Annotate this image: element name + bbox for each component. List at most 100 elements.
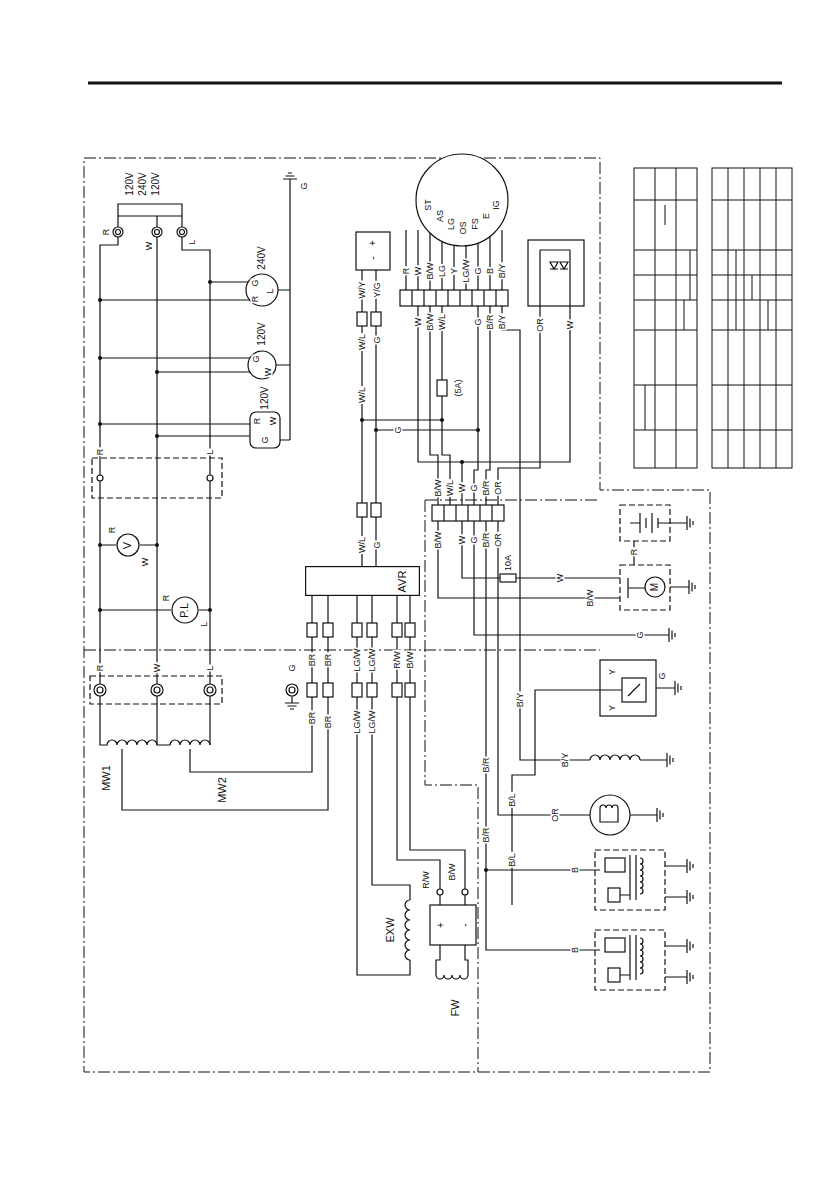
- wire-label: 120V: [125, 171, 135, 196]
- wire-label: R: [96, 664, 105, 673]
- engine-wiring: [502, 306, 590, 760]
- wire-label: G: [261, 435, 270, 444]
- output-panel-wiring: [250, 412, 280, 448]
- wire-label: R: [251, 295, 260, 304]
- wire-label: R: [253, 417, 262, 426]
- wire-label: -: [460, 922, 470, 927]
- output-panel-wiring: [208, 280, 212, 284]
- component-text: AVR: [398, 570, 409, 592]
- avr-wiring: [374, 428, 378, 432]
- output-panel-wiring: [98, 298, 102, 302]
- wire-label: B/L: [508, 852, 517, 868]
- output-panel-wiring: [207, 475, 213, 481]
- wire-label: -: [368, 255, 378, 260]
- output-panel-wiring: [100, 237, 118, 684]
- component-text: V: [123, 541, 134, 548]
- output-panel-wiring: [204, 684, 216, 696]
- output-panel-wiring: [98, 356, 102, 360]
- output-panel-wiring: [177, 227, 187, 237]
- output-panel-wiring: [97, 475, 103, 481]
- frame-line: [84, 158, 710, 1072]
- engine-wiring: [600, 805, 650, 822]
- output-panel-wiring: [155, 230, 160, 235]
- wire-label: G: [394, 425, 403, 434]
- wire-label: R/W: [393, 650, 402, 670]
- output-panel-wiring: [98, 543, 102, 547]
- wire-label: Y: [608, 704, 617, 712]
- wire-label: BR: [308, 653, 317, 668]
- avr-wiring: [352, 623, 362, 637]
- output-panel-wiring: [98, 280, 212, 612]
- engine-wiring: [668, 681, 681, 695]
- engine-wiring: [608, 968, 620, 982]
- engine-wiring: [550, 262, 568, 269]
- engine-wiring: [512, 690, 600, 905]
- wire-label: G: [474, 266, 483, 275]
- engine-wiring: [438, 521, 620, 598]
- engine-wiring: [437, 380, 447, 396]
- engine-wiring: [680, 859, 693, 873]
- output-panel-wiring: [207, 687, 213, 693]
- output-panel-wiring: [155, 543, 159, 547]
- avr-wiring: [367, 683, 377, 697]
- wire-label: LG: [438, 264, 447, 278]
- wire-label: +: [368, 239, 378, 247]
- engine-wiring: [412, 290, 496, 306]
- wire-label: B/R: [482, 826, 491, 843]
- output-panel-wiring: [94, 684, 106, 696]
- wire-label: B/Y: [498, 314, 507, 331]
- wire-label: G: [636, 630, 645, 639]
- avr-wiring: [307, 623, 317, 637]
- wire-label: W: [414, 266, 423, 277]
- table-grid: [712, 168, 792, 468]
- avr-wiring: [307, 232, 488, 872]
- engine-wiring: [595, 850, 665, 910]
- wire-label: G: [470, 483, 479, 492]
- output-panel-wiring: [92, 458, 222, 498]
- engine-wiring: [605, 858, 625, 872]
- engine-wiring: [442, 306, 450, 505]
- avr-wiring: [371, 312, 381, 326]
- wire-label: B/W: [586, 589, 595, 608]
- output-panel-wiring: [151, 684, 163, 696]
- engine-wiring: [680, 939, 693, 953]
- output-panel-wiring: [100, 282, 290, 300]
- wire-label: FS: [471, 217, 480, 231]
- avr-wiring: [357, 312, 367, 326]
- wire-label: B/R: [486, 313, 495, 330]
- generator-windings: [436, 895, 468, 975]
- generator-windings: [462, 889, 468, 895]
- wire-label: W/L: [446, 479, 455, 497]
- component-label: MW2: [217, 776, 228, 804]
- engine-wiring: [605, 938, 625, 952]
- wire-label: G: [300, 181, 309, 190]
- wire-label: B/W: [434, 531, 443, 550]
- node-outline: [306, 567, 420, 596]
- wire-label: BR: [324, 653, 333, 668]
- generator-windings: [397, 697, 465, 889]
- generator-windings: [430, 905, 476, 945]
- wire-label: R: [108, 526, 117, 535]
- wire-label: 120V: [151, 171, 161, 196]
- table-grid: [712, 168, 792, 468]
- generator-windings: [157, 696, 210, 745]
- wire-label: W/Y: [358, 281, 367, 300]
- table-grid: [736, 250, 768, 330]
- wire-label: R/W: [422, 870, 431, 890]
- output-panel-wiring: [248, 351, 276, 379]
- table-grid: [634, 168, 697, 468]
- wire-label: OR: [536, 317, 545, 333]
- wire-label: LG/W: [368, 709, 377, 734]
- wire-label: B/W: [426, 313, 435, 332]
- output-panel-wiring: [113, 227, 123, 237]
- wire-label: LG/W: [353, 647, 362, 672]
- title-rule: [88, 82, 782, 85]
- component-text: P.L: [180, 602, 191, 617]
- generator-windings: [436, 975, 468, 979]
- wire-label: 240V: [257, 245, 267, 270]
- wire-label: 10A: [504, 554, 513, 572]
- wire-label: L: [200, 620, 209, 627]
- generator-windings: [209, 696, 210, 745]
- avr-wiring: [360, 418, 364, 422]
- engine-wiring: [474, 306, 478, 505]
